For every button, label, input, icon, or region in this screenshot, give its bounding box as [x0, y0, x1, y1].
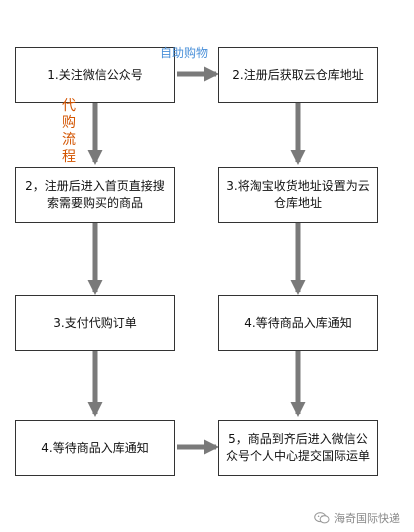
step-text: 3.支付代购订单 [53, 315, 137, 330]
step-text: 3.将淘宝收货地址设置为云仓库地址 [226, 179, 370, 210]
step-box-right-4: 4.等待商品入库通知 [218, 295, 378, 351]
step-text: 2，注册后进入首页直接搜索需要购买的商品 [25, 179, 165, 210]
step-box-right-3: 3.将淘宝收货地址设置为云仓库地址 [218, 167, 378, 223]
step-box-right-5: 5，商品到齐后进入微信公众号个人中心提交国际运单 [218, 420, 378, 476]
proxy-flow-char: 代 [62, 98, 76, 114]
step-box-left-4: 4.等待商品入库通知 [15, 420, 175, 476]
proxy-flow-label: 代 购 流 程 [62, 98, 76, 166]
step-text: 5，商品到齐后进入微信公众号个人中心提交国际运单 [225, 432, 370, 463]
proxy-flow-char: 程 [62, 149, 76, 165]
step-box-left-1: 1.关注微信公众号 [15, 47, 175, 103]
step-box-right-2: 2.注册后获取云仓库地址 [218, 47, 378, 103]
proxy-flow-char: 购 [62, 115, 76, 131]
step-text: 1.关注微信公众号 [47, 67, 143, 82]
step-box-left-2: 2，注册后进入首页直接搜索需要购买的商品 [15, 167, 175, 223]
proxy-flow-char: 流 [62, 132, 76, 148]
wechat-icon [314, 512, 330, 524]
step-text: 4.等待商品入库通知 [244, 315, 352, 330]
step-text: 4.等待商品入库通知 [41, 440, 149, 455]
self-purchase-label: 自助购物 [160, 46, 209, 60]
watermark: 海奇国际快递 [314, 510, 400, 526]
watermark-text: 海奇国际快递 [334, 512, 400, 525]
step-text: 2.注册后获取云仓库地址 [232, 67, 364, 82]
step-box-left-3: 3.支付代购订单 [15, 295, 175, 351]
